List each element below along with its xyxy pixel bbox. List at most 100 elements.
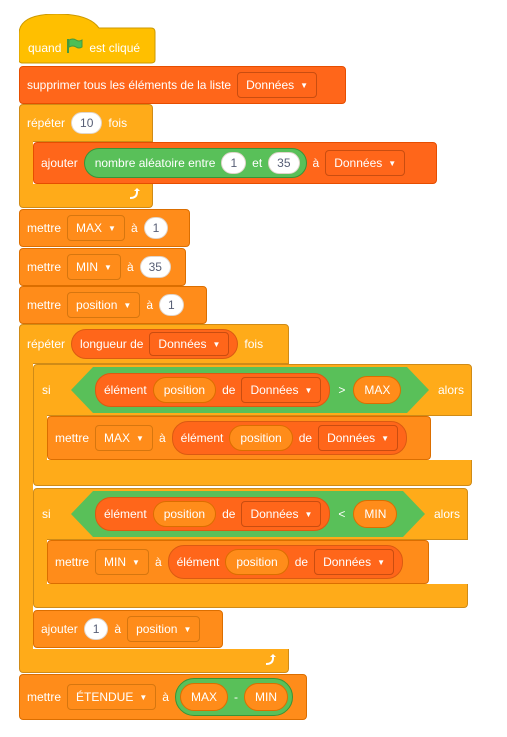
position-variable-reporter[interactable]: position xyxy=(229,425,293,451)
if-label: si xyxy=(42,507,51,521)
change-to-label: à xyxy=(114,622,122,636)
hat-shape xyxy=(19,14,156,64)
repeat-length-footer xyxy=(19,649,289,673)
change-value-input[interactable]: 1 xyxy=(83,618,109,640)
max-variable-reporter[interactable]: MAX xyxy=(353,376,401,404)
variable-dropdown[interactable]: MAX▼ xyxy=(67,215,125,241)
item-label: élément xyxy=(180,431,224,445)
set-value-input[interactable]: 1 xyxy=(159,294,184,316)
repeat-label: répéter xyxy=(27,337,66,351)
list-dropdown[interactable]: Données ▼ xyxy=(237,72,318,98)
set-label: mettre xyxy=(27,690,62,704)
set-value-input[interactable]: 35 xyxy=(139,256,171,278)
repeat-footer xyxy=(19,184,153,208)
repeat-block[interactable]: répéter 10 fois xyxy=(19,104,153,142)
repeat-count-input[interactable]: 10 xyxy=(71,112,103,134)
of-label: de xyxy=(298,431,313,445)
set-max-block[interactable]: mettre MAX▼ à 1 xyxy=(19,209,190,247)
random-and-label: et xyxy=(252,156,263,170)
hat-label-clicked: est cliqué xyxy=(89,40,141,55)
list-dropdown[interactable]: Données▼ xyxy=(314,549,395,575)
add-to-label: à xyxy=(312,156,320,170)
position-variable-reporter[interactable]: position xyxy=(225,549,289,575)
list-dropdown[interactable]: Données▼ xyxy=(149,332,230,356)
change-label: ajouter xyxy=(41,622,78,636)
dropdown-caret-icon: ▼ xyxy=(381,433,390,443)
list-dropdown[interactable]: Données ▼ xyxy=(318,425,399,451)
position-variable-reporter[interactable]: position xyxy=(153,501,216,527)
list-dropdown-value: Données xyxy=(250,383,299,397)
random-number-reporter[interactable]: nombre aléatoire entre 1 et 35 xyxy=(83,148,307,178)
variable-dropdown-value: position xyxy=(76,298,118,312)
add-label: ajouter xyxy=(41,156,78,170)
item-label: élément xyxy=(104,383,147,397)
min-variable-reporter[interactable]: MIN xyxy=(353,500,397,528)
of-label: de xyxy=(294,555,309,569)
list-dropdown-value: Données xyxy=(158,337,207,351)
min-variable-reporter[interactable]: MIN xyxy=(243,683,288,711)
then-label: alors xyxy=(434,507,461,521)
variable-dropdown-value: ÉTENDUE xyxy=(76,690,134,704)
green-flag-icon xyxy=(66,38,84,57)
set-min-block[interactable]: mettre MIN▼ à 35 xyxy=(19,248,186,286)
when-flag-clicked-hat[interactable]: quand est cliqué xyxy=(19,14,156,64)
repeat-arm xyxy=(19,141,33,185)
random-from-input[interactable]: 1 xyxy=(221,152,247,174)
random-label: nombre aléatoire entre xyxy=(94,156,216,170)
length-of-list-reporter[interactable]: longueur de Données▼ xyxy=(71,329,239,359)
repeat-times-label: fois xyxy=(244,337,264,351)
variable-dropdown[interactable]: MAX ▼ xyxy=(95,425,153,451)
list-dropdown[interactable]: Données ▼ xyxy=(325,150,406,176)
variable-dropdown[interactable]: MIN ▼ xyxy=(95,549,149,575)
dropdown-caret-icon: ▼ xyxy=(132,557,140,567)
set-position-block[interactable]: mettre position▼ à 1 xyxy=(19,286,207,324)
variable-dropdown[interactable]: position▼ xyxy=(67,292,141,318)
position-variable-reporter[interactable]: position xyxy=(153,377,216,403)
if-min-arm xyxy=(33,539,47,585)
set-min-to-item-block[interactable]: mettre MIN▼ à élément position de Donnée… xyxy=(47,540,429,584)
subtract-reporter[interactable]: MAX - MIN xyxy=(174,678,293,716)
add-to-list-block[interactable]: ajouter nombre aléatoire entre 1 et 35 à… xyxy=(33,142,437,184)
repeat-length-arm xyxy=(19,363,33,650)
item-of-list-reporter[interactable]: élément position de Données ▼ xyxy=(171,421,408,455)
set-to-label: à xyxy=(126,260,134,274)
list-dropdown[interactable]: Données▼ xyxy=(241,377,321,403)
variable-dropdown-value: MAX xyxy=(104,431,131,445)
set-label: mettre xyxy=(27,221,62,235)
dropdown-caret-icon: ▼ xyxy=(136,433,144,443)
variable-dropdown[interactable]: MIN▼ xyxy=(67,254,121,280)
greater-than-condition[interactable]: élément position de Données▼ > MAX xyxy=(71,367,429,413)
of-label: de xyxy=(222,507,236,521)
dropdown-caret-icon: ▼ xyxy=(139,692,148,702)
set-value-input[interactable]: 1 xyxy=(143,217,169,239)
set-to-label: à xyxy=(158,431,166,445)
dropdown-caret-icon: ▼ xyxy=(300,80,309,90)
variable-dropdown-value: MIN xyxy=(104,555,127,569)
dropdown-caret-icon: ▼ xyxy=(377,557,386,567)
minus-operator: - xyxy=(233,690,238,704)
less-than-condition[interactable]: élément position de Données▼ < MIN xyxy=(71,491,425,537)
list-dropdown-value: Données xyxy=(246,78,295,92)
item-of-list-reporter[interactable]: élément position de Données▼ xyxy=(167,545,404,579)
item-of-list-reporter[interactable]: élément position de Données▼ xyxy=(95,373,330,407)
if-max-arm xyxy=(33,415,47,461)
list-dropdown-value: Données xyxy=(327,431,376,445)
set-max-to-item-block[interactable]: mettre MAX▼ à élément position de Donnée… xyxy=(47,416,431,460)
item-label: élément xyxy=(104,507,147,521)
set-range-block[interactable]: mettre ÉTENDUE▼ à MAX - MIN xyxy=(19,674,307,720)
item-of-list-reporter[interactable]: élément position de Données▼ xyxy=(95,497,330,531)
variable-dropdown[interactable]: ÉTENDUE ▼ xyxy=(67,684,157,710)
set-to-label: à xyxy=(154,555,162,569)
change-position-block[interactable]: ajouter 1 à position▼ xyxy=(33,610,223,648)
loop-arrow-icon xyxy=(128,187,142,204)
random-to-input[interactable]: 35 xyxy=(268,152,300,174)
set-label: mettre xyxy=(27,260,62,274)
variable-dropdown[interactable]: position▼ xyxy=(127,616,201,642)
list-dropdown[interactable]: Données▼ xyxy=(241,501,321,527)
repeat-length-block[interactable]: répéter longueur de Données▼ fois xyxy=(19,324,289,364)
item-label: élément xyxy=(176,555,220,569)
set-to-label: à xyxy=(130,221,138,235)
delete-all-of-list-block[interactable]: supprimer tous les éléments de la liste … xyxy=(19,66,346,104)
set-label: mettre xyxy=(27,298,62,312)
max-variable-reporter[interactable]: MAX xyxy=(179,683,228,711)
